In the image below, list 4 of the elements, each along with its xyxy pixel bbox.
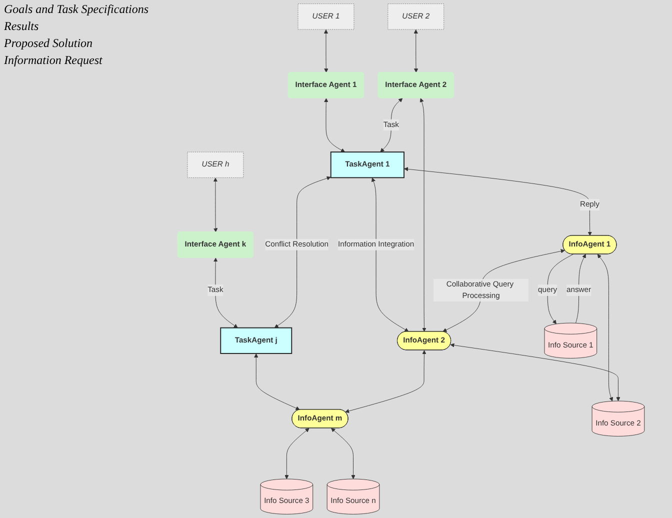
annotation-text: Results xyxy=(4,19,40,34)
annotation-text: Goals and Task Specifications xyxy=(4,2,150,17)
annotation-text: Information Request xyxy=(4,53,104,68)
annotation-text: Proposed Solution xyxy=(4,36,94,51)
